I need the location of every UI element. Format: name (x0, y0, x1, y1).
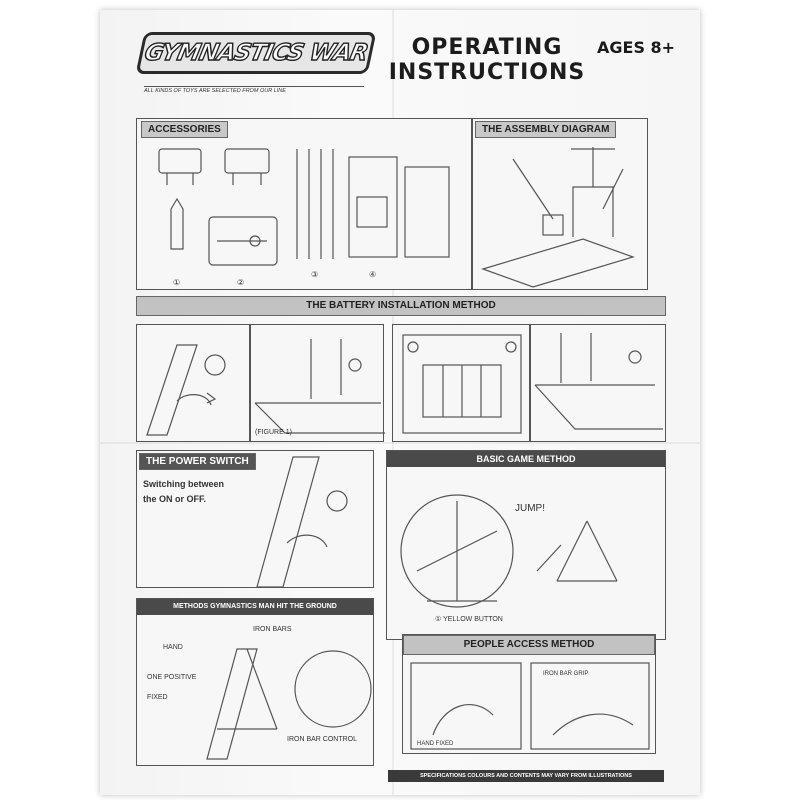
yellow-button-text: ① YELLOW BUTTON (435, 615, 503, 623)
accessories-illustration: ① ② ③ ④ (158, 148, 450, 287)
hit-ground-panel: METHODS GYMNASTICS MAN HIT THE GROUND HA… (136, 598, 374, 766)
power-switch-label: THE POWER SWITCH (139, 453, 256, 470)
battery-compartment-illustration (402, 334, 522, 434)
hand-fixed-label: HAND FIXED (417, 741, 454, 747)
instruction-sheet: GYMNASTICS WAR ALL KINDS OF TOYS ARE SEL… (100, 10, 700, 795)
gymnastics-war-logo: GYMNASTICS WAR (135, 32, 377, 74)
accessory-marker-3: ③ (311, 270, 318, 279)
hit-ground-illustration: HAND IRON BARS ONE POSITIVE FIXED IRON B… (147, 626, 372, 760)
power-switch-text: Switching between the ON or OFF. (143, 477, 224, 507)
basic-game-illustration: JUMP! ① YELLOW BUTTON (400, 494, 618, 623)
power-switch-panel: THE POWER SWITCH Switching between the O… (136, 450, 374, 588)
hit-ground-label: METHODS GYMNASTICS MAN HIT THE GROUND (137, 599, 373, 615)
logo-text: GYMNASTICS WAR (142, 39, 371, 66)
figure-1-label: (FIGURE 1) (255, 429, 292, 436)
power-switch-text-line-1: Switching between (143, 479, 225, 489)
people-access-label: PEOPLE ACCESS METHOD (403, 635, 655, 655)
iron-bars-label: IRON BARS (253, 626, 292, 633)
specifications-footer: SPECIFICATIONS COLOURS AND CONTENTS MAY … (388, 770, 664, 782)
iron-bar-grip-label: IRON BAR GRIP (543, 671, 588, 677)
accessory-marker-2: ② (237, 278, 244, 287)
accessory-marker-4: ④ (369, 270, 376, 279)
battery-step-2: (FIGURE 1) (250, 324, 385, 442)
logo-subtitle: ALL KINDS OF TOYS ARE SELECTED FROM OUR … (144, 86, 364, 94)
age-badge: AGES 8+ (597, 38, 676, 57)
title-line-1: OPERATING (411, 35, 563, 60)
assembly-panel: THE ASSEMBLY DIAGRAM (472, 118, 648, 290)
accessories-panel: ACCESSORIES ① ② ③ ④ (136, 118, 472, 290)
accessory-marker-1: ① (173, 278, 180, 287)
page-title: OPERATING INSTRUCTIONS (372, 35, 602, 85)
battery-illustration-1 (146, 344, 226, 436)
jump-text: JUMP! (515, 503, 545, 514)
one-positive-label: ONE POSITIVE (147, 674, 197, 681)
battery-illustration-2 (254, 339, 385, 434)
iron-bar-control-label: IRON BAR CONTROL (287, 736, 357, 743)
fixed-label: FIXED (147, 694, 168, 701)
people-access-illustration: HAND FIXED IRON BAR GRIP (410, 662, 650, 750)
power-switch-illustration (256, 456, 348, 588)
assembly-label: THE ASSEMBLY DIAGRAM (475, 121, 617, 138)
hand-label: HAND (163, 644, 183, 651)
basic-game-panel: BASIC GAME METHOD JUMP! ① YELLOW BUTTON (386, 450, 666, 640)
battery-section-bar: THE BATTERY INSTALLATION METHOD (136, 296, 666, 316)
people-access-panel: PEOPLE ACCESS METHOD HAND FIXED IRON BAR… (402, 634, 656, 754)
title-line-2: INSTRUCTIONS (388, 60, 586, 85)
basic-game-label: BASIC GAME METHOD (387, 451, 665, 467)
assembly-diagram (481, 147, 635, 288)
accessories-label: ACCESSORIES (141, 121, 228, 138)
power-switch-text-line-2: the ON or OFF. (143, 494, 206, 504)
battery-step-1 (136, 324, 250, 442)
battery-step-4 (530, 324, 666, 442)
battery-illustration-4 (534, 333, 663, 430)
fold-line-horizontal (100, 442, 700, 444)
battery-step-3 (392, 324, 530, 442)
